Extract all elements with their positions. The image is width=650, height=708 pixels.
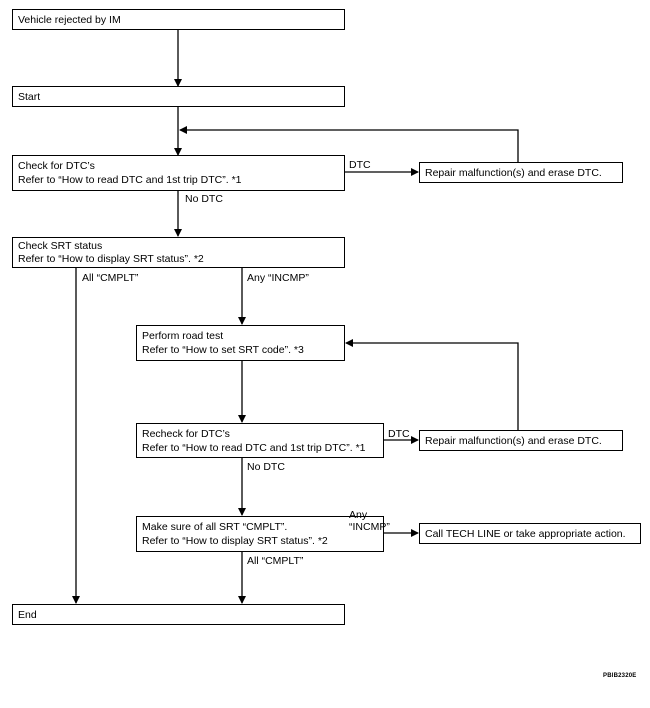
box-text: Repair malfunction(s) and erase DTC. [425,435,602,447]
box-text: End [18,609,37,621]
box-text: Perform road test [142,330,224,342]
label-no-dtc-1: No DTC [185,193,223,205]
label-all-cmplt-1: All “CMPLT” [82,272,139,284]
box-check-srt: Check SRT status Refer to “How to displa… [12,237,345,268]
figure-code: PBIB2320E [603,673,637,679]
box-text: Vehicle rejected by IM [18,14,121,26]
label-dtc-1: DTC [349,159,371,171]
label-any-2: Any [349,509,368,521]
loop-repair-back-to-road-test [345,339,519,430]
box-text: Check SRT status [18,240,103,252]
box-tech-line: Call TECH LINE or take appropriate actio… [419,523,641,544]
label-no-dtc-2: No DTC [247,461,285,473]
box-text: Call TECH LINE or take appropriate actio… [425,528,626,540]
box-vehicle-rejected: Vehicle rejected by IM [12,9,345,30]
box-text: Refer to “How to read DTC and 1st trip D… [142,442,366,454]
box-text: Refer to “How to display SRT status”. *2 [142,535,328,547]
box-text: Refer to “How to display SRT status”. *2 [18,253,204,265]
box-check-dtc: Check for DTC’s Refer to “How to read DT… [12,155,345,191]
label-all-cmplt-2: All “CMPLT” [247,555,304,567]
box-make-sure-srt: Make sure of all SRT “CMPLT”. Refer to “… [136,516,384,552]
loop-repair-back-to-check [179,126,519,162]
box-start: Start [12,86,345,107]
label-any-incmp-1: Any “INCMP” [247,272,309,284]
box-text: Recheck for DTC’s [142,428,230,440]
box-text: Refer to “How to read DTC and 1st trip D… [18,174,242,186]
box-repair-1: Repair malfunction(s) and erase DTC. [419,162,623,183]
label-incmp-2: “INCMP” [349,521,390,533]
label-dtc-2: DTC [388,428,410,440]
box-repair-2: Repair malfunction(s) and erase DTC. [419,430,623,451]
box-text: Check for DTC’s [18,160,95,172]
box-road-test: Perform road test Refer to “How to set S… [136,325,345,361]
box-text: Make sure of all SRT “CMPLT”. [142,521,288,533]
box-end: End [12,604,345,625]
box-recheck-dtc: Recheck for DTC’s Refer to “How to read … [136,423,384,458]
box-text: Repair malfunction(s) and erase DTC. [425,167,602,179]
box-text: Refer to “How to set SRT code”. *3 [142,344,304,356]
box-text: Start [18,91,41,103]
